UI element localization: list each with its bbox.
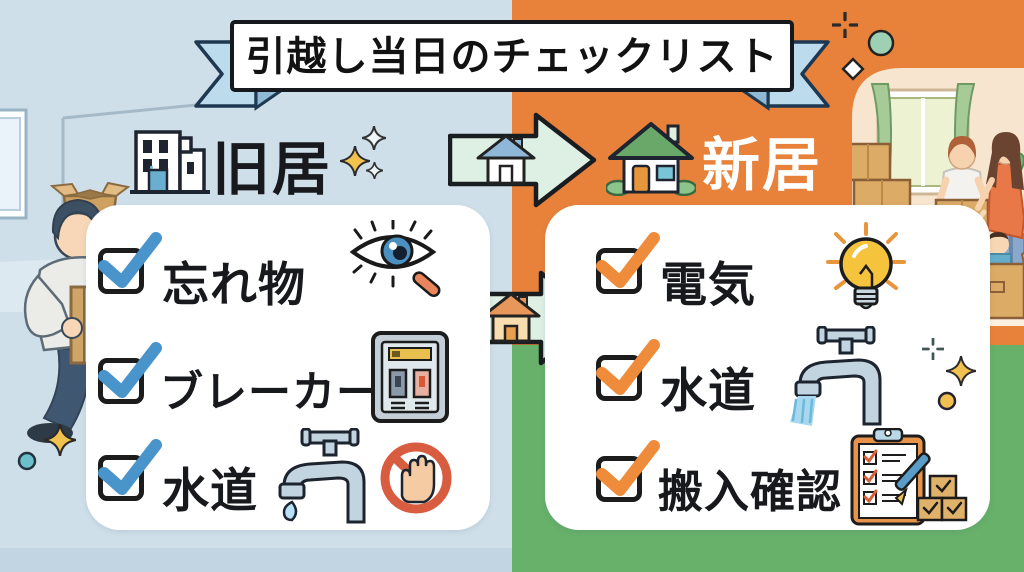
eye-search-icon [349,220,441,298]
check-mark-icon [596,440,660,496]
old-home-label: 旧居 [212,137,333,202]
faucet-drip-icon [278,428,366,524]
checklist-clipboard-boxes-icon [850,428,968,526]
diamond-decor-icon [841,57,865,81]
check-mark-icon [98,232,162,288]
stop-hand-icon [380,442,452,514]
arrow-old-to-new [448,112,597,208]
dot-icon [17,451,37,471]
sparkle-outline-icon [362,126,386,150]
old-item-label: ブレーカー [160,369,380,417]
old-item-label: 水道 [162,464,258,517]
sparkle-outline-icon [366,162,383,179]
cross-sparkle-icon [832,12,858,38]
check-mark-icon [596,339,660,395]
sparkle-icon [44,424,76,456]
old-item-label: 忘れ物 [162,258,306,311]
circle-decor-icon [867,29,895,57]
check-mark-icon [596,232,660,288]
dot-icon [937,391,957,411]
sparkle-icon [340,146,370,176]
check-mark-icon [98,342,162,398]
check-mark-icon [98,439,162,495]
breaker-panel-icon [371,331,449,423]
old-building-icon [130,130,210,194]
title-ribbon [194,20,830,111]
light-bulb-icon [826,222,906,310]
new-house-icon [606,122,696,196]
house-blue-roof-icon [476,134,536,185]
page-title: 引越し当日のチェックリスト [245,35,779,79]
house-orange-roof-icon [481,292,541,343]
left-floor-strip [0,548,512,572]
sparkle-icon [946,356,976,386]
new-item-label: 水道 [660,364,756,417]
new-item-label: 搬入確認 [658,466,843,517]
new-item-label: 電気 [660,258,756,311]
cross-sparkle-icon [922,338,944,360]
faucet-water-icon [790,326,882,426]
new-home-label: 新居 [702,133,823,198]
